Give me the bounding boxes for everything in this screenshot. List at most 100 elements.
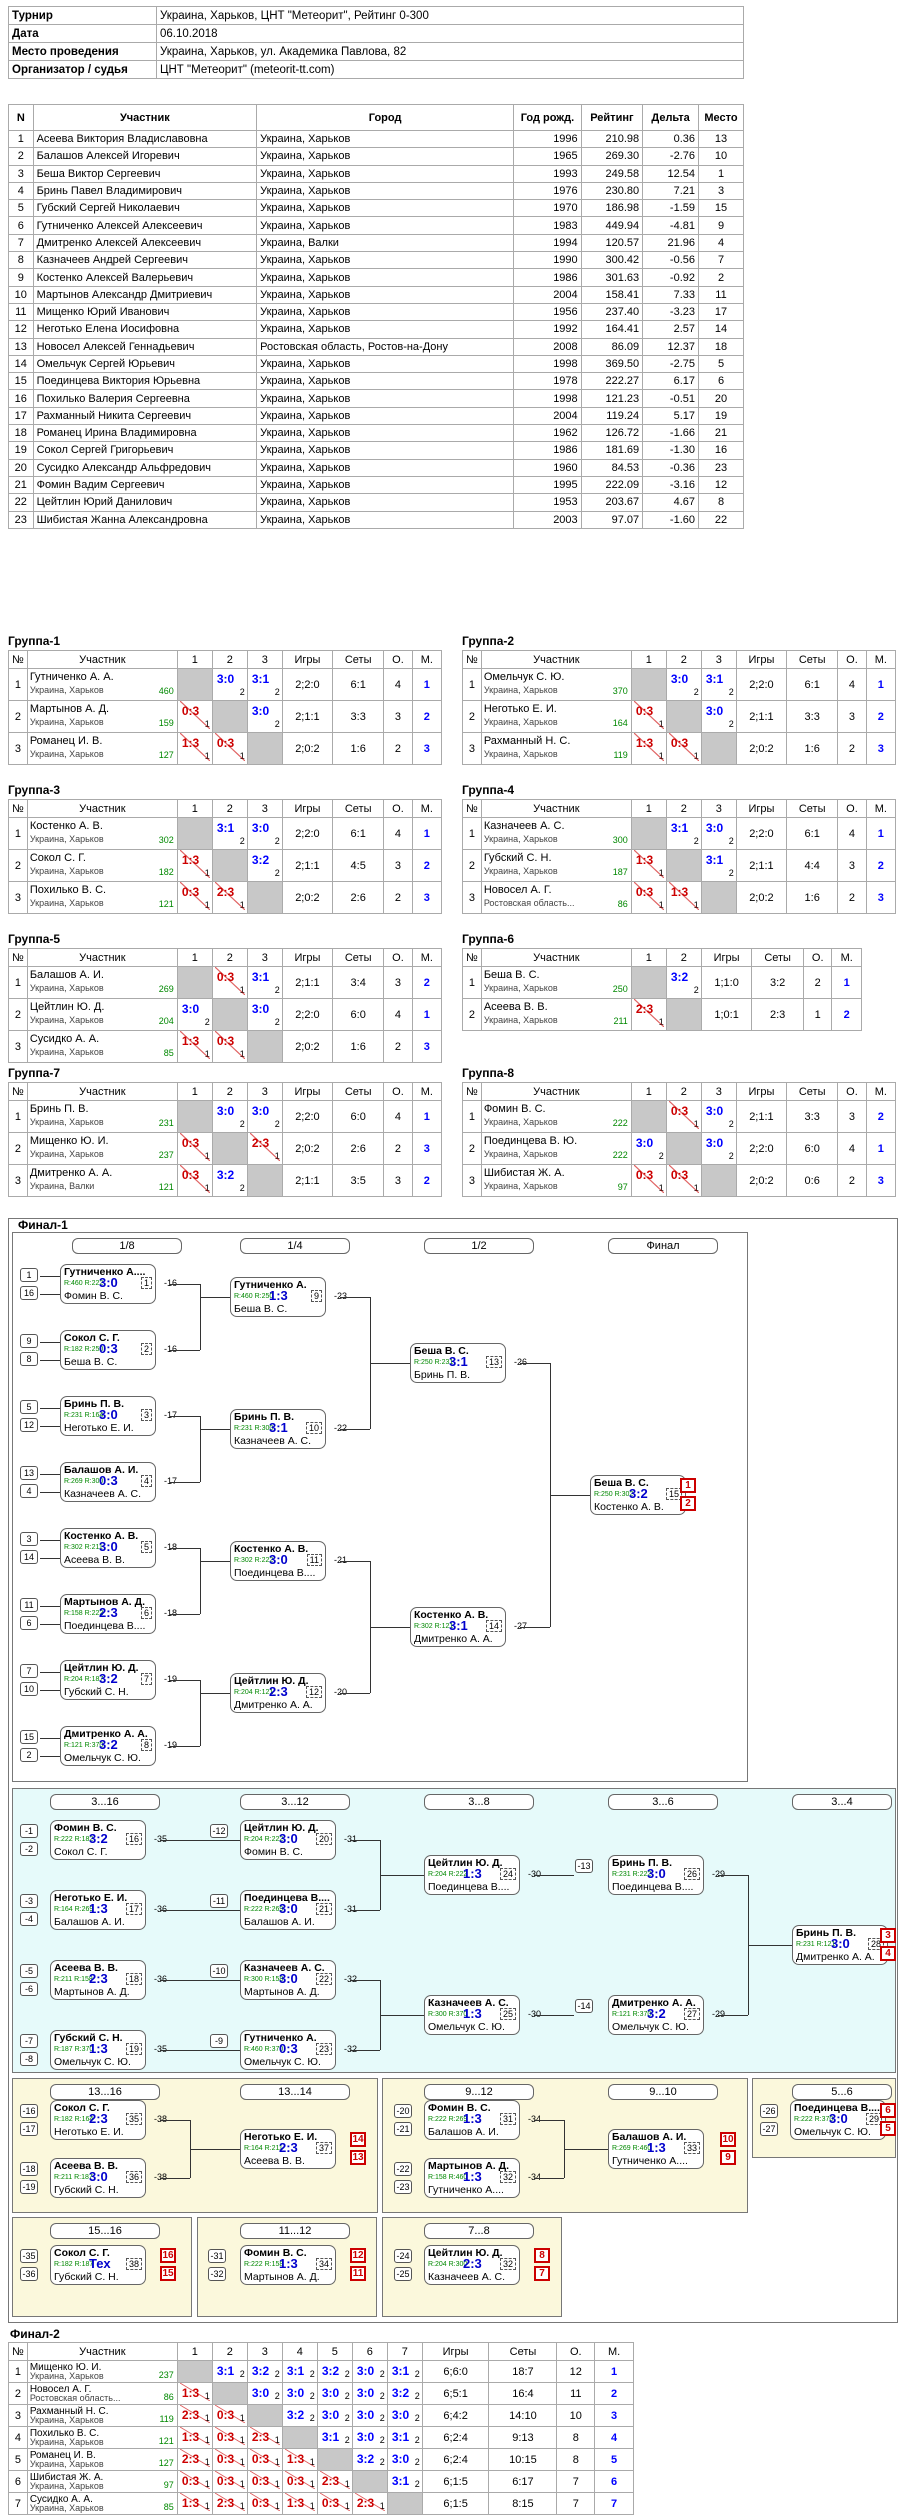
seed-number: 5 [20,1400,38,1414]
participant-name: Асеева В. В. [483,1001,548,1013]
loser-destination: -31 [344,1904,358,1914]
group-col: М. [411,1082,443,1101]
points: 2 [383,1132,413,1165]
participant-city: Ростовская область... [29,2393,121,2403]
player-cell: Костенко Алексей Валерьевич [32,268,258,287]
place: 3 [865,732,897,765]
ratings: R:204 R:222 [244,1836,284,1843]
score-td: 2:31 [246,2426,283,2449]
player-cell: 1983 [513,216,582,235]
place: 1 [411,1100,443,1133]
player-cell: 22 [698,510,744,529]
ratings: R:121 R:370 [612,2011,652,2018]
participant-name: Губский С. Н. [483,852,552,864]
score-cell: 0:31 [214,2449,245,2467]
ratings: R:158 R:222 [64,1610,104,1617]
match-number: 8 [140,1739,152,1751]
match-number: 24 [499,1868,516,1880]
player-cell: Мартынов Александр Дмитриевич [32,285,258,304]
player-cell: Украина, Харьков [256,164,515,183]
group-col: № [462,650,482,669]
match-score: 3:0 [279,1971,298,1986]
connector-line [370,1363,410,1364]
seed-number: 15 [20,1730,38,1744]
player-cell: Неготько Елена Иосифовна [32,320,258,339]
ratings: R:302 R:121 [414,1623,454,1630]
player-cell: 19 [698,406,744,426]
place: 2 [411,966,443,999]
ratings: R:250 R:302 [594,1491,634,1498]
score-cell: 0:31 [249,2493,280,2511]
score-td: 2:31 [211,2492,248,2515]
score-td [211,998,248,1031]
seed-number: -14 [575,1999,593,2013]
match-score: 3:0 [831,1936,850,1951]
player-cell: 8 [8,251,34,270]
games: 2;2:0 [735,1132,788,1165]
participant-city: Украина, Харьков [29,1149,104,1159]
score-td: 1:31 [281,2492,318,2515]
row-num: 2 [462,849,482,882]
games: 2;0:2 [281,881,334,914]
match-score: 3:1 [449,1354,468,1369]
loss-mark [249,2449,280,2467]
ratings: R:460 R:370 [244,2046,284,2053]
sets: 6:1 [786,817,839,850]
player-cell: 1962 [513,424,582,443]
player-cell: -3.16 [642,475,699,495]
group-col: 2 [211,650,248,669]
loser-name: Омельчук С. Ю. [244,2057,321,2067]
player-cell: 1986 [513,268,582,287]
winner-name: Казначеев А. С. [244,1963,325,1973]
connector-line [380,1875,424,1876]
score-value: 3:0 [321,2386,340,2400]
connector-line [160,2178,190,2179]
loser-destination: -16 [164,1278,178,1288]
match-number: 38 [125,2258,142,2270]
loss-mark [179,733,210,761]
player-cell: -4.81 [642,216,699,235]
participant-name: Мищенко Ю. И. [29,1135,109,1147]
seed-number: -23 [394,2180,412,2194]
match-number: 6 [140,1607,152,1619]
score-value: 3:0 [356,2430,375,2444]
loser-name: Гутниченко А.... [428,2185,504,2195]
score-points: 2 [379,2457,385,2467]
group-col: Участник [480,799,632,818]
final-place: 13 [350,2150,366,2165]
match-number: 2 [140,1343,152,1355]
games: 2;2:0 [281,1100,334,1133]
place: 1 [411,668,443,701]
score-td [246,732,283,765]
participant-rating: 121 [158,1182,174,1192]
group-col: Участник [480,650,632,669]
place: 3 [411,1030,443,1063]
winner-name: Поединцева В.... [244,1893,330,1903]
winner-name: Сокол С. Г. [64,1333,120,1343]
group-col: О. [383,799,413,818]
loser-name: Губский С. Н. [54,2272,119,2282]
participant-city: Украина, Валки [29,1181,95,1191]
player-cell: Похилько Валерия Сергеевна [32,389,258,408]
loss-mark [179,701,210,729]
participant-city: Ростовская область... [483,898,575,908]
participant-name: Омельчук С. Ю. [483,671,565,683]
group-col: Игры [735,1082,788,1101]
match-number: 36 [125,2171,142,2183]
